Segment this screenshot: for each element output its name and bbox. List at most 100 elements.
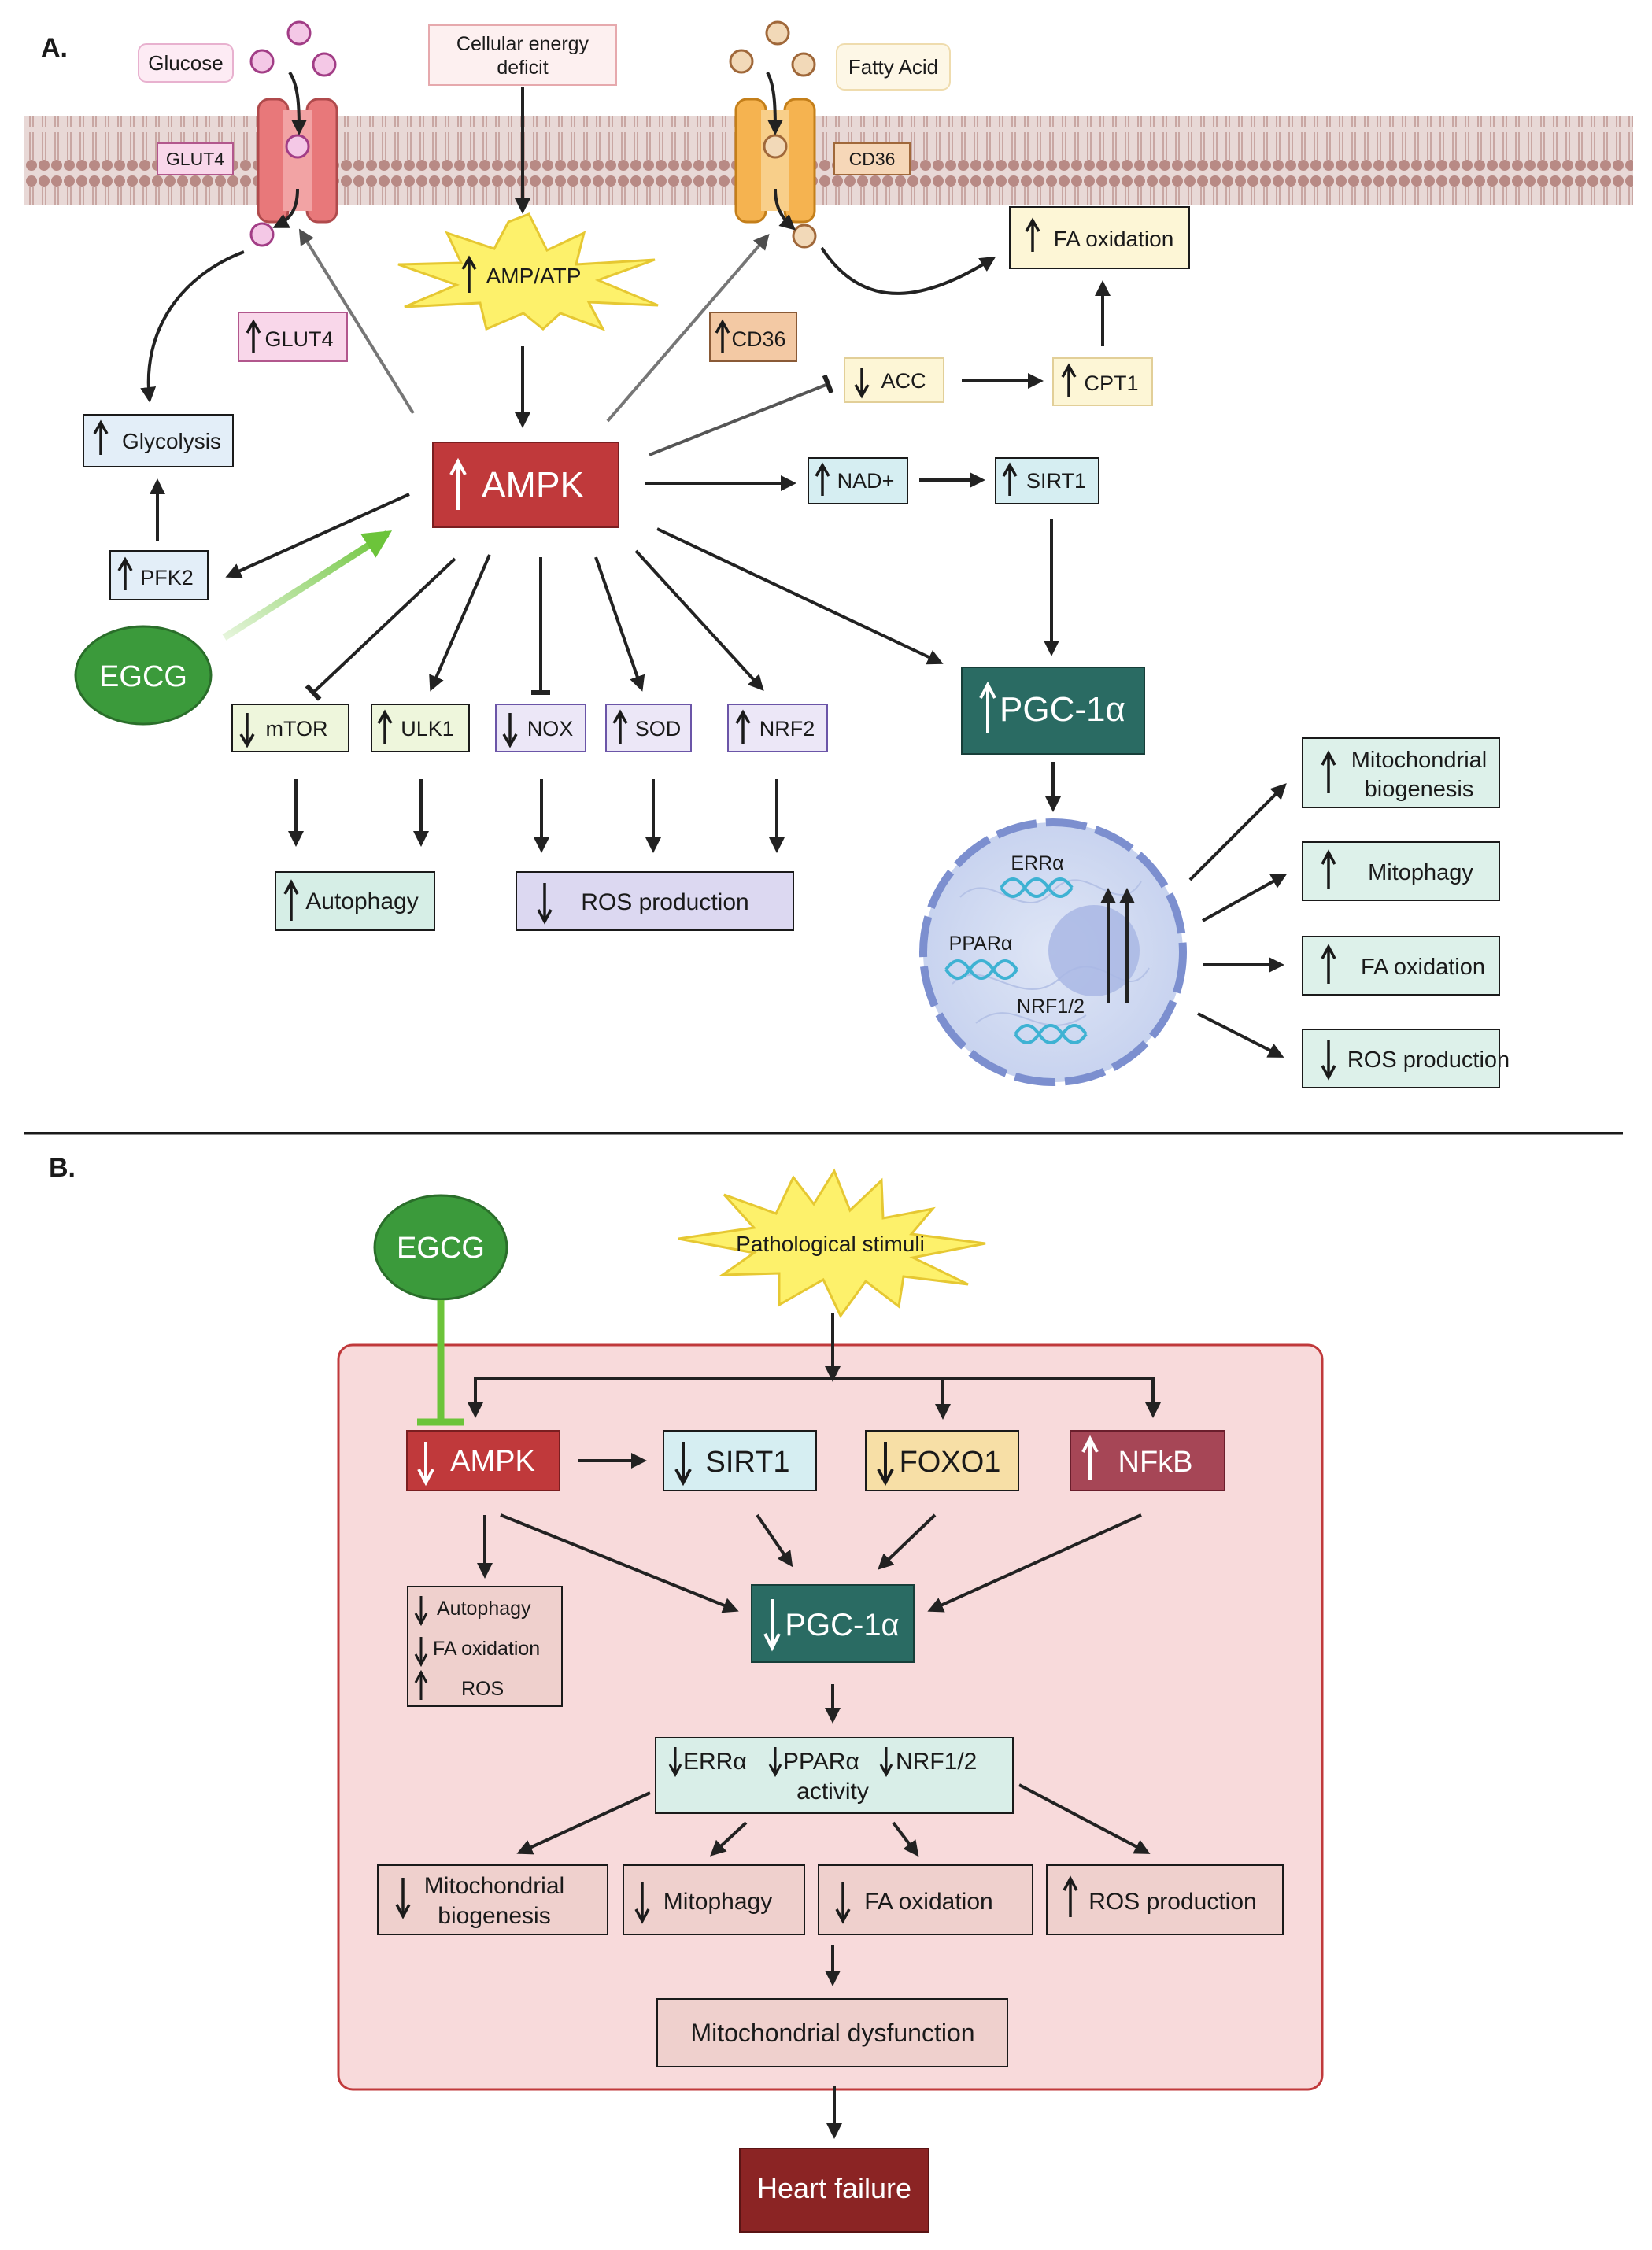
ulk1-box: ULK1 [371,704,470,752]
nucleus [919,818,1187,1086]
pgc1a-box-b: PGC-1α [751,1584,915,1663]
nrf2-box: NRF2 [727,704,828,752]
nfkb-label-b: NFkB [1118,1446,1193,1479]
activity-box-b: ERRα PPARα NRF1/2 activity [655,1737,1014,1814]
nox-label: NOX [527,717,574,741]
panel-a-label: A. [41,33,68,63]
autophagy-label-a: Autophagy [305,889,418,914]
cd36-up-box: CD36 [709,312,797,362]
autophagy-box-a: Autophagy [275,871,435,931]
energy-deficit-box: Cellular energy deficit [428,24,617,86]
ros-production-label-right-a: ROS production [1347,1047,1510,1073]
fatty-acid-label-box: Fatty Acid [836,43,951,91]
mito-biogenesis-line2-a: biogenesis [1365,777,1474,802]
sirt1-box: SIRT1 [995,457,1099,504]
mitophagy-box-a: Mitophagy [1302,841,1500,901]
ros-production-label-b: ROS production [1088,1889,1256,1915]
mtor-box: mTOR [231,704,349,752]
glut4-channel-label: GLUT4 [166,149,224,169]
foxo1-box-b: FOXO1 [865,1430,1019,1491]
cpt1-label: CPT1 [1084,371,1138,395]
fatty-acid-molecules [729,20,817,249]
nad-box: NAD+ [808,457,908,504]
glucose-molecules [249,20,337,247]
glucose-label: Glucose [148,51,223,75]
glut4-up-label: GLUT4 [264,327,333,351]
effect-ros: ROS [461,1678,504,1700]
pfk2-box: PFK2 [109,550,209,600]
panel-b-label: B. [49,1153,76,1183]
ros-production-box-a: ROS production [516,871,794,931]
effect-autophagy: Autophagy [437,1598,531,1620]
fa-oxidation-box-a: FA oxidation [1302,936,1500,996]
egcg-node-a: EGCG [74,625,213,726]
mito-biogenesis-box-b: Mitochondrial biogenesis [377,1864,608,1935]
fa-oxidation-box-b: FA oxidation [818,1864,1033,1935]
fa-oxidation-top-box: FA oxidation [1009,206,1190,269]
mitophagy-label-a: Mitophagy [1368,860,1473,885]
foxo1-label-b: FOXO1 [900,1446,1001,1479]
sod-box: SOD [605,704,692,752]
mtor-label: mTOR [266,717,328,741]
mito-biogenesis-box-a: Mitochondrial biogenesis [1302,737,1500,808]
amp-atp-label: AMP/ATP [486,264,582,288]
egcg-node-b: EGCG [373,1194,508,1301]
pathological-label: Pathological stimuli [736,1232,925,1256]
sirt1-box-b: SIRT1 [663,1430,817,1491]
nox-box: NOX [495,704,586,752]
nucleus-gene-labels: ERRα PPARα NRF1/2 [949,852,1085,1018]
ampk-box-b: AMPK [406,1430,560,1491]
pathological-burst: Pathological stimuli [678,1168,986,1318]
energy-deficit-line1: Cellular energy [456,33,589,55]
activity-ppara: PPARα [783,1749,859,1775]
amp-atp-burst: AMP/ATP [397,212,659,331]
mitophagy-box-b: Mitophagy [623,1864,805,1935]
heart-failure-box: Heart failure [739,2148,929,2233]
ros-production-label-a: ROS production [581,889,748,915]
cd36-channel-label-box: CD36 [833,142,911,175]
pgc1a-box-a: PGC-1α [961,667,1145,755]
glycolysis-label: Glycolysis [122,429,221,453]
glycolysis-box: Glycolysis [83,414,234,467]
acc-box: ACC [844,357,944,403]
glucose-label-box: Glucose [138,43,234,83]
mito-biogenesis-line1-a: Mitochondrial [1351,748,1487,773]
pfk2-label: PFK2 [140,566,194,589]
egcg-label-b: EGCG [397,1232,485,1265]
fa-oxidation-label-b: FA oxidation [864,1889,992,1915]
nrf2-label: NRF2 [759,717,815,741]
sod-label: SOD [635,717,682,741]
cd36-channel-label: CD36 [849,149,896,169]
energy-deficit-line2: deficit [497,57,548,79]
fa-oxidation-label-a: FA oxidation [1361,955,1485,980]
ampk-effects-box: Autophagy FA oxidation ROS [407,1586,563,1707]
pparα-label: PPARα [949,933,1013,955]
mitophagy-label-b: Mitophagy [663,1889,772,1915]
pgc1a-label-a: PGC-1α [1000,690,1125,729]
sirt1-label: SIRT1 [1026,469,1086,493]
dysfunction-label: Mitochondrial dysfunction [690,2019,974,2047]
errα-label: ERRα [1011,852,1063,874]
ampk-label-b: AMPK [450,1445,535,1478]
cpt1-box: CPT1 [1052,357,1153,406]
glut4-channel-label-box: GLUT4 [157,142,234,175]
nrf12-label: NRF1/2 [1017,996,1085,1018]
activity-word: activity [796,1779,869,1805]
mito-biogenesis-line1-b: Mitochondrial [424,1873,564,1899]
effect-fa-oxidation: FA oxidation [433,1638,540,1660]
ampk-label: AMPK [482,464,585,505]
ampk-box: AMPK [432,442,619,528]
dna-icons [944,877,1088,1044]
fa-oxidation-top-label: FA oxidation [1054,227,1174,251]
pgc1a-label-b: PGC-1α [785,1608,899,1642]
glut4-up-box: GLUT4 [238,312,348,362]
acc-label: ACC [881,369,926,393]
ulk1-label: ULK1 [401,717,454,741]
activity-erra: ERRα [683,1749,747,1775]
dysfunction-box-b: Mitochondrial dysfunction [656,1998,1008,2067]
nad-label: NAD+ [837,469,895,493]
heart-failure-label: Heart failure [757,2172,911,2204]
ros-production-box-right-a: ROS production [1302,1029,1510,1088]
mito-biogenesis-line2-b: biogenesis [438,1903,550,1929]
fatty-acid-label: Fatty Acid [848,55,938,79]
